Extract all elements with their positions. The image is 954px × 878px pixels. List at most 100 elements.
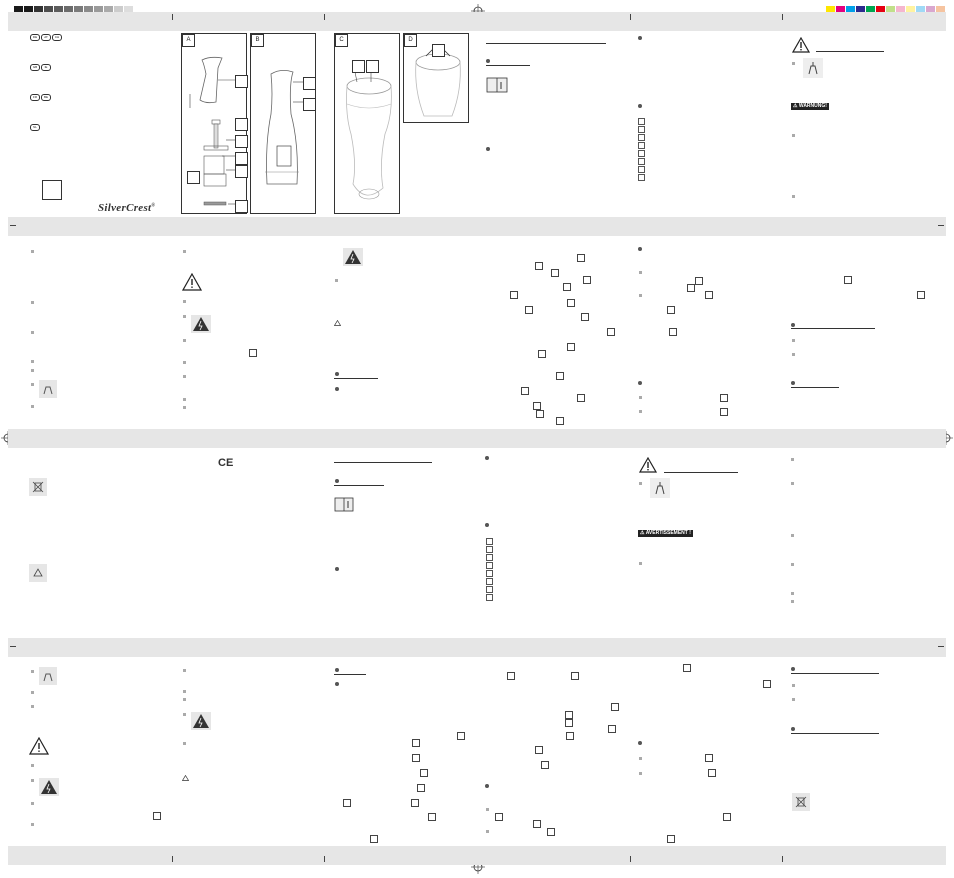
crop-mark [782, 14, 783, 20]
electric-hazard-icon [39, 778, 59, 796]
heading-rule [486, 65, 530, 66]
bullet [31, 405, 34, 408]
bullet-dot [638, 104, 642, 108]
electric-hazard-icon [191, 315, 211, 333]
heading-rule [334, 462, 432, 463]
warning-label-fr: ⚠ AVERTISSEMENT ! [638, 530, 693, 537]
child-safety-icon [650, 478, 670, 498]
part-ref [153, 812, 161, 820]
crop-mark [172, 14, 173, 20]
bullet [31, 779, 34, 782]
part-ref [533, 820, 541, 828]
bullet [31, 691, 34, 694]
warning-triangle-icon [639, 457, 657, 473]
bullet-dot [638, 247, 642, 251]
heading-rule [791, 733, 879, 734]
bullet [486, 808, 489, 811]
part-ref [723, 813, 731, 821]
electric-hazard-icon [191, 712, 211, 730]
bullet [183, 315, 186, 318]
part-tag [187, 171, 200, 184]
parts-number-list-fr [486, 538, 494, 604]
part-ref [720, 408, 728, 416]
part-tag [235, 135, 248, 148]
figure-a-label: A [182, 34, 195, 47]
figure-b-illustration [265, 70, 307, 185]
part-tag [235, 118, 248, 131]
bullet [792, 195, 795, 198]
part-tag [235, 152, 248, 165]
bullet-dot [335, 668, 339, 672]
figure-a-illustration [189, 56, 236, 206]
part-ref [495, 813, 503, 821]
recycling-icon [29, 564, 47, 582]
bullet [31, 369, 34, 372]
part-tag [235, 75, 248, 88]
bullet [183, 398, 186, 401]
bullet [792, 353, 795, 356]
bullet [183, 690, 186, 693]
part-refs-cluster [500, 250, 630, 430]
bullet [31, 331, 34, 334]
part-ref [683, 664, 691, 672]
bullet-dot [485, 456, 489, 460]
heading-rule [486, 43, 606, 44]
bullet [183, 713, 186, 716]
bullet [639, 294, 642, 297]
bullet [791, 600, 794, 603]
part-ref [571, 672, 579, 680]
part-ref [565, 719, 573, 727]
figure-b: B [250, 33, 316, 214]
part-ref [565, 711, 573, 719]
figure-c-label: C [335, 34, 348, 47]
bullet [31, 383, 34, 386]
warning-label-de: ⚠ WARNUNG! [791, 103, 829, 110]
small-warning-icon [182, 775, 189, 781]
part-tag [432, 44, 445, 57]
crop-mark [630, 856, 631, 862]
bullet [335, 279, 338, 282]
part-ref [667, 835, 675, 843]
part-tag [303, 98, 316, 111]
crop-mark [10, 646, 16, 647]
bullet [791, 534, 794, 537]
bullet [31, 823, 34, 826]
figure-c-illustration [346, 71, 392, 200]
ian-box [42, 180, 62, 200]
crop-mark [938, 646, 944, 647]
bullet-dot [791, 381, 795, 385]
bullet [183, 698, 186, 701]
bullet [183, 375, 186, 378]
part-ref [535, 746, 543, 754]
fold-band-4 [8, 638, 946, 657]
part-tag [366, 60, 379, 73]
part-refs-cluster-fr [340, 725, 470, 845]
bullet [639, 562, 642, 565]
figure-a: A [181, 33, 248, 214]
part-ref [249, 349, 257, 357]
part-ref [507, 672, 515, 680]
bullet [639, 396, 642, 399]
crop-mark [172, 856, 173, 862]
bullet-dot [791, 667, 795, 671]
heading-rule [791, 387, 839, 388]
brand-logo: SilverCrest® [98, 202, 156, 214]
crop-mark [324, 856, 325, 862]
process-color-bar [826, 6, 945, 16]
bullet-dot [335, 567, 339, 571]
heading-rule [816, 51, 884, 52]
heading-rule [664, 472, 738, 473]
bullet [639, 482, 642, 485]
figure-d: D [403, 33, 469, 123]
crop-mark [938, 225, 944, 226]
bullet [31, 705, 34, 708]
part-tag [303, 77, 316, 90]
bullet [639, 271, 642, 274]
bullet [183, 406, 186, 409]
fold-band-1 [8, 12, 946, 31]
bullet [639, 757, 642, 760]
country-flags: DE AT CH GB IE FR BE NL [30, 34, 70, 144]
fold-band-5 [8, 846, 946, 865]
part-ref [611, 703, 619, 711]
part-ref [705, 291, 713, 299]
